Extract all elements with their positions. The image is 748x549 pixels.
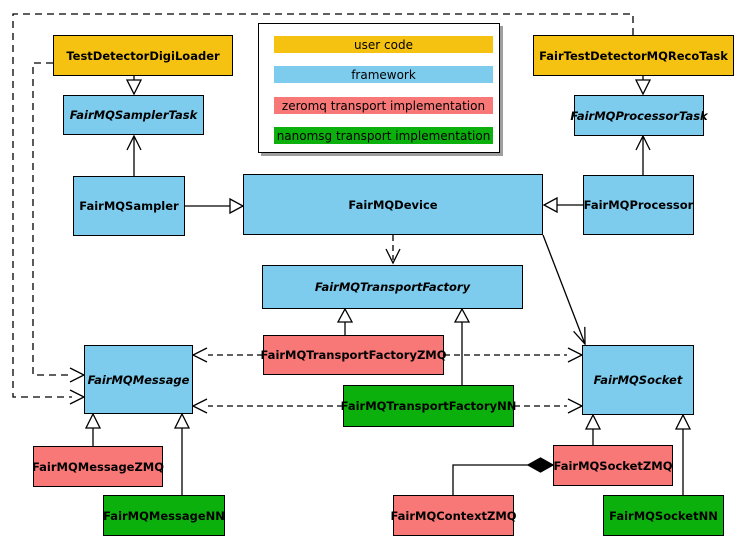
node-label: FairMQContextZMQ	[390, 508, 517, 523]
edge-messagenn-message	[173, 412, 191, 495]
node-label: FairMQTransportFactory	[314, 280, 471, 294]
edge-factoryzmq-socket	[444, 347, 584, 363]
edge-socketnn-socket	[674, 413, 692, 495]
legend-label: user code	[354, 37, 413, 52]
legend-item-nanomsg: nanomsg transport implementation	[274, 127, 493, 144]
node-label: FairMQProcessor	[583, 198, 694, 212]
edge-factorynn-factory	[453, 307, 471, 385]
node-label: FairMQMessage	[87, 372, 190, 387]
node-label: FairMQSocketNN	[609, 508, 718, 523]
node-fair-mq-transport-factory-zmq: FairMQTransportFactoryZMQ	[260, 335, 447, 375]
edge-messagezmq-message	[84, 412, 102, 446]
node-fair-mq-socket-zmq: FairMQSocketZMQ	[553, 445, 673, 486]
edge-device-socket	[542, 234, 586, 346]
node-fair-mq-transport-factory: FairMQTransportFactory	[262, 265, 523, 309]
node-label: FairMQSampler	[79, 199, 179, 213]
node-label: FairMQProcessorTask	[570, 108, 708, 123]
edge-device-transportfactory	[385, 235, 401, 265]
node-label: FairMQDevice	[348, 197, 438, 212]
node-label: TestDetectorDigiLoader	[66, 48, 220, 63]
edge-factoryzmq-factory	[336, 307, 354, 335]
node-test-detector-digi-loader: TestDetectorDigiLoader	[53, 35, 233, 76]
node-fair-mq-socket-nn: FairMQSocketNN	[603, 495, 724, 536]
node-fair-mq-sampler: FairMQSampler	[73, 176, 185, 236]
edge-sampler-samplertask	[126, 134, 142, 176]
node-label: FairTestDetectorMQRecoTask	[539, 48, 728, 63]
node-fair-test-detector-mq-reco-task: FairTestDetectorMQRecoTask	[533, 35, 734, 76]
legend: user code framework zeromq transport imp…	[258, 23, 500, 153]
node-label: FairMQTransportFactoryNN	[340, 399, 517, 413]
edge-processor-device	[542, 196, 583, 214]
node-fair-mq-sampler-task: FairMQSamplerTask	[63, 95, 204, 135]
edge-digiloader-samplertask	[125, 76, 143, 96]
legend-label: zeromq transport implementation	[281, 98, 486, 113]
edge-contextzmq-socketzmq	[452, 457, 555, 495]
node-fair-mq-processor: FairMQProcessor	[583, 175, 694, 235]
node-fair-mq-message: FairMQMessage	[84, 345, 193, 414]
node-fair-mq-device: FairMQDevice	[243, 174, 543, 235]
node-label: FairMQSamplerTask	[69, 108, 198, 122]
edge-sampler-device	[185, 197, 245, 215]
node-fair-mq-transport-factory-nn: FairMQTransportFactoryNN	[340, 385, 517, 427]
legend-item-zeromq: zeromq transport implementation	[274, 97, 493, 114]
edge-recotask-processortask	[634, 76, 652, 96]
legend-item-framework: framework	[274, 66, 493, 83]
edge-factorynn-socket	[514, 398, 584, 414]
node-fair-mq-socket: FairMQSocket	[582, 345, 694, 415]
legend-label: framework	[351, 67, 416, 82]
legend-label: nanomsg transport implementation	[276, 128, 491, 143]
node-label: FairMQSocket	[593, 373, 683, 387]
edge-factoryzmq-message	[191, 347, 263, 363]
legend-item-user-code: user code	[274, 36, 493, 53]
node-fair-mq-processor-task: FairMQProcessorTask	[570, 95, 708, 136]
node-fair-mq-message-zmq: FairMQMessageZMQ	[31, 446, 165, 487]
node-fair-mq-message-nn: FairMQMessageNN	[103, 495, 225, 536]
edge-socketzmq-socket	[584, 413, 602, 445]
node-label: FairMQSocketZMQ	[553, 458, 673, 473]
edge-processor-processortask	[635, 134, 651, 175]
edge-factorynn-message	[191, 398, 343, 414]
node-label: FairMQMessageNN	[103, 508, 225, 523]
node-label: FairMQMessageZMQ	[31, 459, 165, 474]
node-label: FairMQTransportFactoryZMQ	[260, 348, 447, 362]
node-fair-mq-context-zmq: FairMQContextZMQ	[390, 495, 517, 536]
